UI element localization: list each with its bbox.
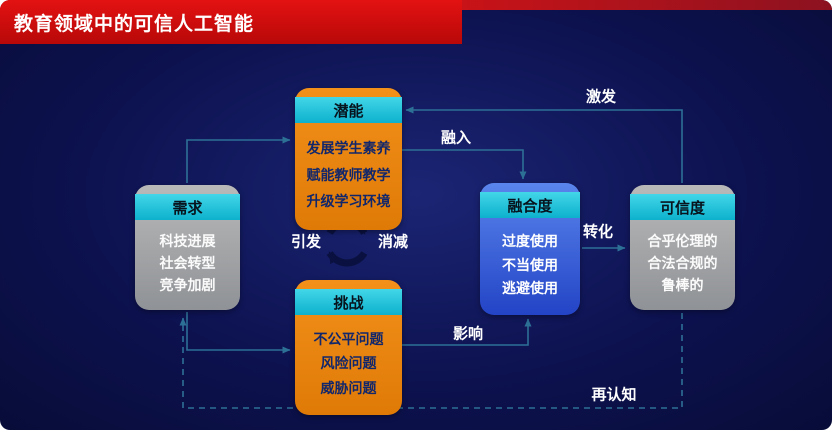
- edge-label-recognize: 再认知: [591, 386, 637, 404]
- list-item: 竞争加剧: [159, 277, 216, 293]
- list-item: 逃避使用: [502, 280, 558, 297]
- box-trust-title: 可信度: [659, 199, 705, 217]
- box-demand-header: 需求: [135, 194, 240, 220]
- box-challenge-header: 挑战: [295, 289, 402, 315]
- edge-label-trigger: 引发: [290, 233, 322, 251]
- edge-label-reduce: 消减: [377, 233, 409, 251]
- box-potential-title: 潜能: [333, 102, 364, 120]
- box-challenge-items: 不公平问题 风险问题 威胁问题: [295, 315, 402, 415]
- box-demand-items: 科技进展 社会转型 竞争加剧: [135, 220, 240, 310]
- box-potential: 潜能 发展学生素养 赋能教师教学 升级学习环境: [295, 88, 402, 230]
- list-item: 合法合规的: [647, 255, 718, 271]
- list-item: 赋能教师教学: [306, 166, 391, 183]
- box-demand: 需求 科技进展 社会转型 竞争加剧: [135, 185, 240, 310]
- list-item: 过度使用: [502, 232, 558, 249]
- edge-label-stimulate: 激发: [585, 88, 617, 106]
- box-potential-items: 发展学生素养 赋能教师教学 升级学习环境: [295, 123, 402, 230]
- box-challenge-title: 挑战: [333, 294, 364, 312]
- box-trust: 可信度 合乎伦理的 合法合规的 鲁棒的: [630, 185, 735, 310]
- list-item: 合乎伦理的: [647, 233, 718, 249]
- box-challenge: 挑战 不公平问题 风险问题 威胁问题: [295, 280, 402, 415]
- box-potential-header: 潜能: [295, 97, 402, 123]
- box-integration-title: 融合度: [507, 197, 553, 215]
- edge-challenge-integration: [402, 318, 532, 346]
- title-banner: 教育领域中的可信人工智能: [0, 0, 462, 44]
- box-integration: 融合度 过度使用 不当使用 逃避使用: [480, 183, 580, 315]
- list-item: 发展学生素养: [306, 140, 391, 157]
- edge-potential-integration: [402, 149, 527, 180]
- list-item: 不当使用: [502, 256, 558, 273]
- box-demand-title: 需求: [172, 199, 203, 217]
- box-trust-items: 合乎伦理的 合法合规的 鲁棒的: [630, 220, 735, 310]
- edge-label-influence: 影响: [452, 325, 484, 343]
- slide-title: 教育领域中的可信人工智能: [14, 13, 255, 35]
- list-item: 鲁棒的: [661, 277, 704, 293]
- list-item: 升级学习环境: [306, 192, 391, 209]
- edge-label-transform: 转化: [582, 223, 614, 241]
- list-item: 不公平问题: [313, 330, 384, 347]
- box-integration-items: 过度使用 不当使用 逃避使用: [480, 218, 580, 315]
- edge-demand-challenge: [186, 312, 291, 354]
- list-item: 风险问题: [320, 355, 377, 371]
- edge-demand-potential: [186, 136, 291, 183]
- box-integration-header: 融合度: [480, 192, 580, 218]
- box-trust-header: 可信度: [630, 194, 735, 220]
- edge-trust-potential: [405, 106, 683, 183]
- list-item: 社会转型: [159, 255, 216, 271]
- list-item: 科技进展: [159, 233, 216, 249]
- edge-label-integrate: 融入: [440, 129, 472, 147]
- edge-recognition-feedback: [179, 313, 683, 409]
- list-item: 威胁问题: [320, 379, 377, 396]
